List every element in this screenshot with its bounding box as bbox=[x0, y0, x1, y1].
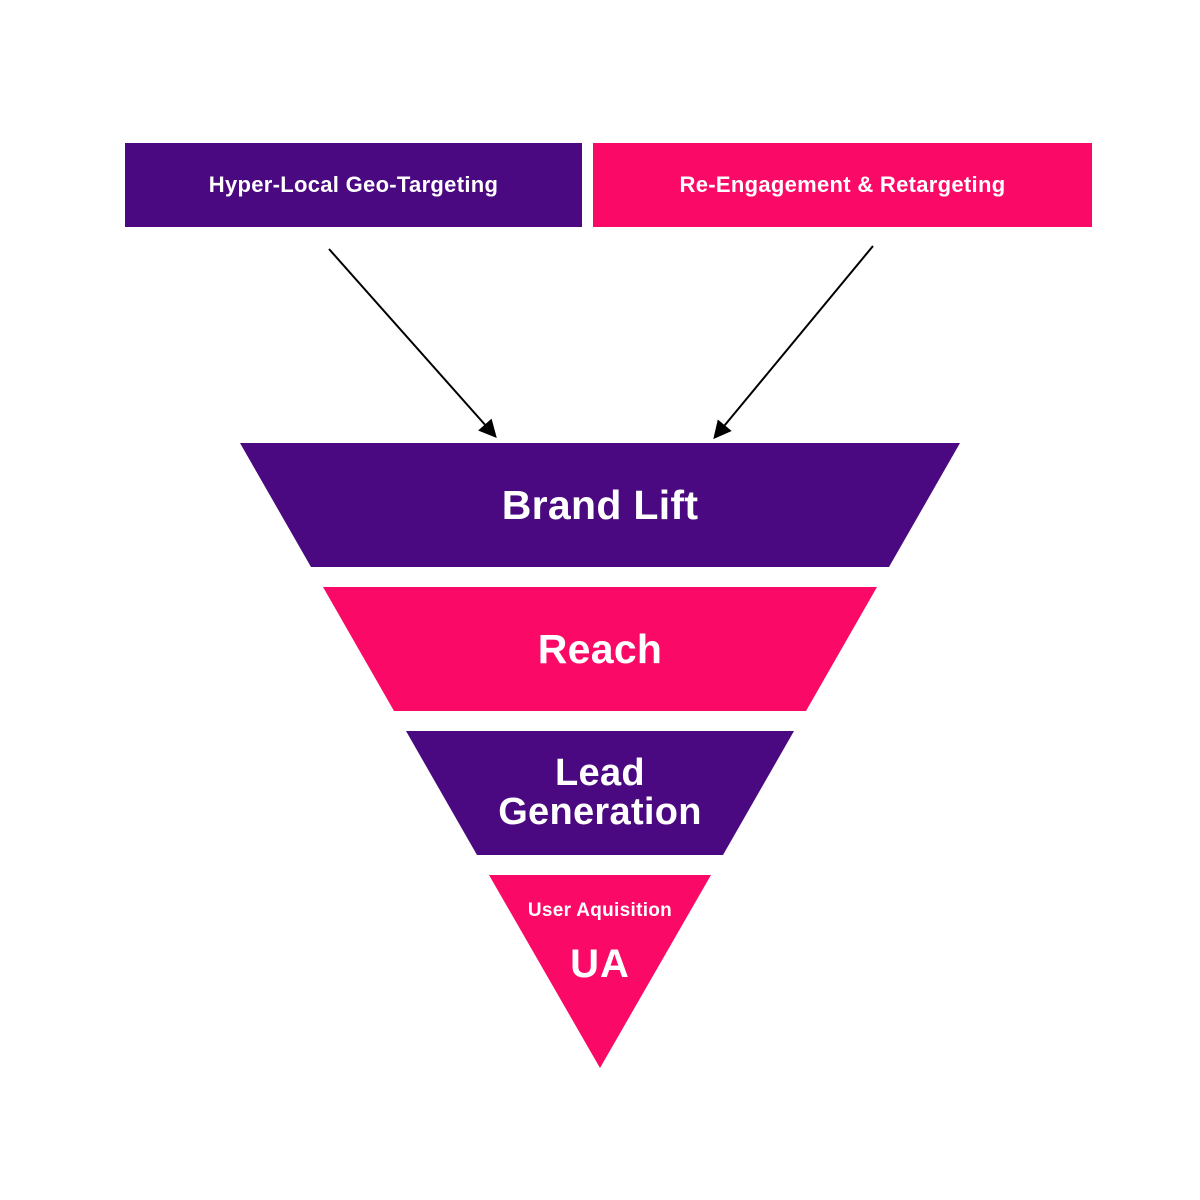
retargeting-box bbox=[593, 143, 1092, 227]
funnel-stage-reach bbox=[323, 587, 877, 711]
funnel-stage-lead-generation bbox=[406, 731, 794, 855]
funnel-stage-brand-lift bbox=[240, 443, 960, 567]
geo-targeting-box bbox=[125, 143, 582, 227]
arrow-right bbox=[713, 245, 874, 440]
funnel-stage-user-aquisition bbox=[489, 875, 711, 1068]
arrow-left bbox=[328, 248, 497, 439]
